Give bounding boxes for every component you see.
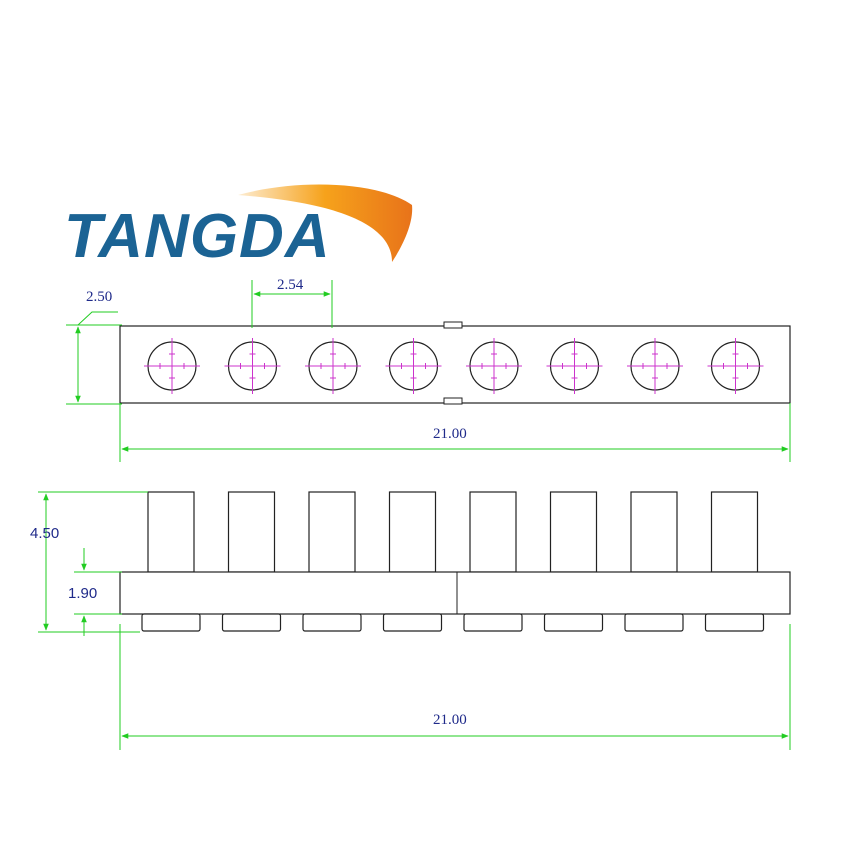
side-pin-upper — [469, 491, 517, 573]
side-view-body — [119, 571, 791, 615]
side-pin-foot — [141, 613, 201, 632]
pin-hole — [224, 338, 281, 394]
pin-hole — [385, 338, 442, 394]
top-view-notch-top — [443, 321, 463, 329]
side-pin-foot — [302, 613, 362, 632]
side-pin-foot — [543, 613, 604, 632]
side-pin-upper — [308, 491, 356, 573]
top-view-notch-bottom — [443, 397, 463, 405]
side-pin-foot — [382, 613, 443, 632]
pitch-dim-label: 2.54 — [277, 277, 304, 293]
side-pin-upper — [710, 491, 759, 573]
side-length-dim-label: 21.00 — [433, 712, 467, 728]
top-view-body — [119, 325, 791, 404]
logo-swoosh — [238, 184, 413, 262]
side-view-pins-lower — [141, 613, 765, 632]
side-pin-upper — [147, 491, 195, 573]
side-pin-upper — [227, 491, 276, 573]
height-dim-label: 2.50 — [86, 289, 112, 305]
side-pin-foot — [221, 613, 282, 632]
tangda-logo: TANGDA — [64, 184, 413, 271]
pin-hole — [546, 338, 603, 394]
pin-hole — [707, 338, 764, 394]
top-length-dim-label: 21.00 — [433, 426, 467, 442]
side-pin-foot — [704, 613, 765, 632]
pin-hole — [466, 338, 522, 394]
top-view: 2.54 2.50 21.00 — [66, 277, 791, 462]
pin-hole — [144, 338, 200, 394]
height-leader — [77, 311, 118, 326]
side-pin-foot — [624, 613, 684, 632]
total-height-dim-label: 4.50 — [30, 525, 59, 542]
side-pin-upper — [630, 491, 678, 573]
side-pin-foot — [463, 613, 523, 632]
side-pin-upper — [549, 491, 598, 573]
side-pin-upper — [388, 491, 437, 573]
logo-text: TANGDA — [64, 202, 331, 271]
pin-hole — [305, 338, 361, 394]
body-height-dim-label: 1.90 — [68, 585, 97, 602]
pin-hole — [627, 338, 683, 394]
side-view: 4.50 1.90 21.00 — [30, 491, 791, 750]
top-view-pins — [144, 338, 764, 394]
